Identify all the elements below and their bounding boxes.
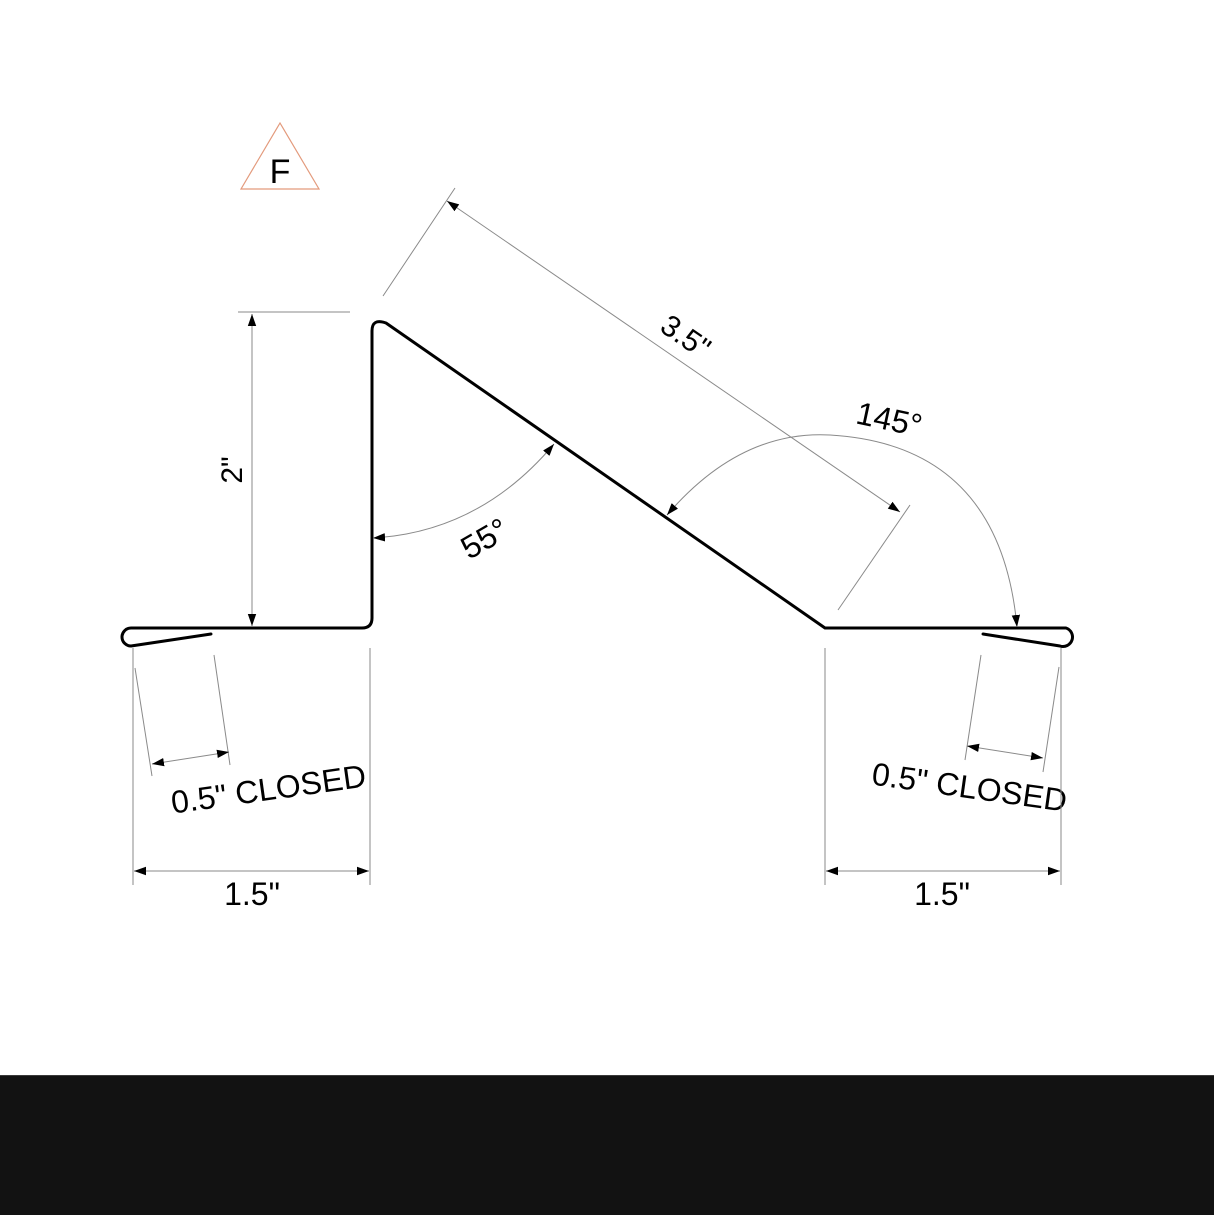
slope-length-label: 3.5" [654, 309, 716, 366]
inner-angle-dimension: 55° [372, 443, 555, 566]
left-flange-dimension: 1.5" [132, 648, 371, 912]
sheet-metal-profile [120, 320, 1074, 648]
height-dimension: 2" [216, 311, 350, 626]
right-hem-dimension: 0.5" CLOSED [870, 654, 1069, 819]
triangle-icon [239, 121, 321, 190]
height-label: 2" [216, 456, 249, 483]
inner-angle-label: 55° [455, 511, 515, 566]
right-flange-label: 1.5" [914, 876, 970, 912]
footer-bar [0, 1075, 1214, 1215]
right-hem-label: 0.5" CLOSED [870, 756, 1069, 819]
left-flange-label: 1.5" [224, 876, 280, 912]
badge-letter: F [270, 153, 291, 191]
right-flange-dimension: 1.5" [824, 648, 1062, 912]
left-hem-dimension: 0.5" CLOSED [134, 654, 368, 821]
profile-type-badge: F [239, 121, 321, 191]
left-hem-label: 0.5" CLOSED [169, 758, 368, 821]
outer-angle-label: 145° [853, 395, 925, 444]
outer-angle-dimension: 145° [666, 395, 1021, 628]
flashing-profile-diagram: F 2" 3.5" 55° 145° 0.5" CLOSED 0.5" CLOS… [120, 121, 1074, 912]
